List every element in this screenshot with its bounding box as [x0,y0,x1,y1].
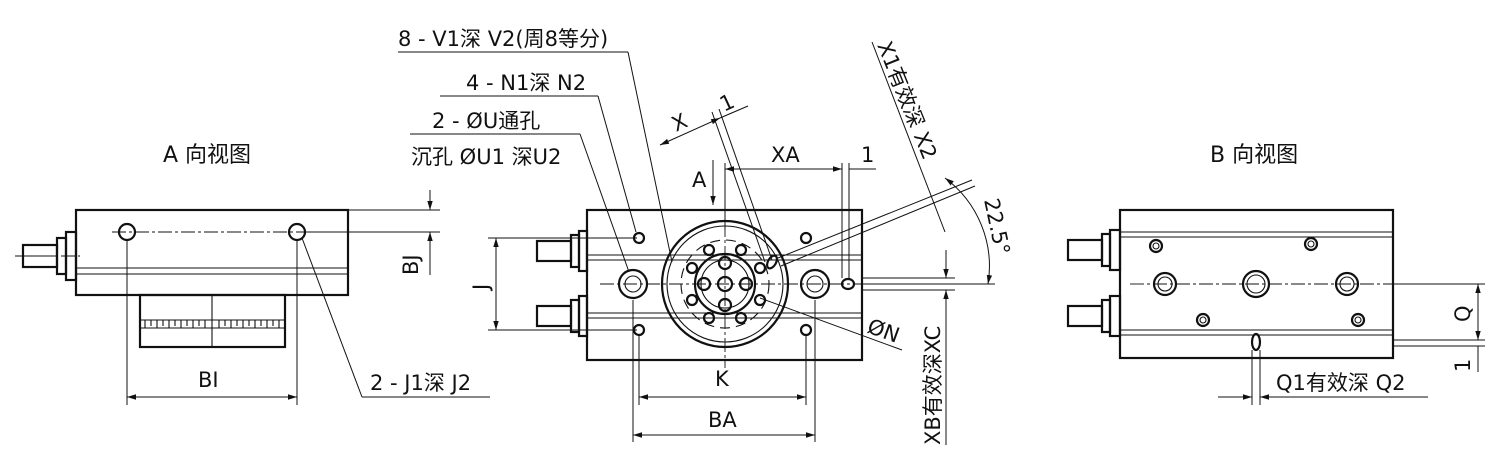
bi-label: BI [198,368,219,392]
front-view-leaders: 8 - V1深 V2(周8等分) 4 - N1深 N2 2 - ØU通孔 沉孔 … [398,27,673,273]
a-view-dial [138,293,287,349]
xa-label: XA [771,143,800,167]
front-view-shafts [535,229,589,338]
x1-depth-label: X1有效深 X2 [872,38,941,163]
front-view-body [585,208,864,362]
b-view-title: B 向视图 [1210,143,1298,168]
q-one-label: 1 [1451,359,1475,372]
b-view-body [1118,208,1395,360]
k-label: K [715,367,730,391]
b-view-shafts [1066,228,1122,338]
q1-label: Q1有效深 Q2 [1276,371,1405,395]
j1-holes-label: 2 - J1深 J2 [370,371,471,395]
ba-label: BA [708,408,737,432]
front-view: J K BA A XA 1 X 1 X1有效深 X2 22 [398,27,1014,445]
x-one-label: 1 [716,89,738,116]
a-arrow-label: A [692,168,707,192]
a-view-shaft [15,230,80,282]
b-view: B 向视图 [1066,143,1485,405]
u-counterbore-label: 沉孔 ØU1 深U2 [411,145,561,169]
v-holes-label: 8 - V1深 V2(周8等分) [398,27,608,51]
u-holes-label: 2 - ØU通孔 [432,109,540,133]
bj-label: BJ [399,254,423,275]
a-view: A 向视图 BI [15,143,490,405]
a-view-title: A 向视图 [163,143,251,168]
phi-n-label: ØN [864,314,903,348]
xa-one-label: 1 [861,143,874,167]
n-holes-label: 4 - N1深 N2 [466,71,586,95]
j-label: J [469,284,493,292]
xb-label: XB有效深XC [921,326,945,445]
q-label: Q [1451,305,1475,322]
angle-label: 22.5° [979,196,1014,257]
